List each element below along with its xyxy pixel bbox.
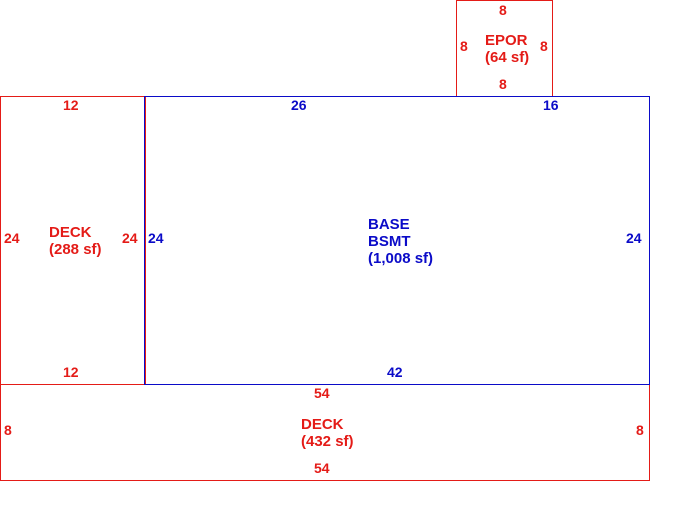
deck-left-dim-left: 24 [4, 230, 20, 246]
epor-dim-left: 8 [460, 38, 468, 54]
deck-bottom-dim-right: 8 [636, 422, 644, 438]
deck-bottom-dim-bottom: 54 [314, 460, 330, 476]
epor-label: EPOR (64 sf) [485, 32, 529, 66]
deck-bottom-name: DECK [301, 416, 344, 433]
deck-bottom-label: DECK (432 sf) [301, 416, 354, 450]
basement-dim-top-right: 16 [543, 97, 559, 113]
basement-dim-right: 24 [626, 230, 642, 246]
deck-left-dim-top: 12 [63, 97, 79, 113]
basement-area: (1,008 sf) [368, 250, 434, 267]
deck-left-area: (288 sf) [49, 241, 102, 258]
deck-bottom-area: (432 sf) [301, 433, 354, 450]
epor-area: (64 sf) [485, 49, 530, 66]
deck-left-label: DECK (288 sf) [49, 224, 102, 258]
basement-name-line1: BASE [368, 216, 410, 233]
epor-name: EPOR [485, 32, 528, 49]
epor-dim-bottom: 8 [499, 76, 507, 92]
deck-left-name: DECK [49, 224, 92, 241]
deck-left-dim-right: 24 [122, 230, 138, 246]
basement-outline [144, 96, 650, 385]
basement-dim-left: 24 [148, 230, 164, 246]
epor-dim-top: 8 [499, 2, 507, 18]
basement-dim-top-left: 26 [291, 97, 307, 113]
basement-dim-bottom: 42 [387, 364, 403, 380]
epor-dim-right: 8 [540, 38, 548, 54]
basement-name-line2: BSMT [368, 233, 411, 250]
deck-bottom-dim-top: 54 [314, 385, 330, 401]
deck-left-dim-bottom: 12 [63, 364, 79, 380]
basement-label: BASE BSMT (1,008 sf) [368, 216, 433, 267]
deck-bottom-dim-left: 8 [4, 422, 12, 438]
